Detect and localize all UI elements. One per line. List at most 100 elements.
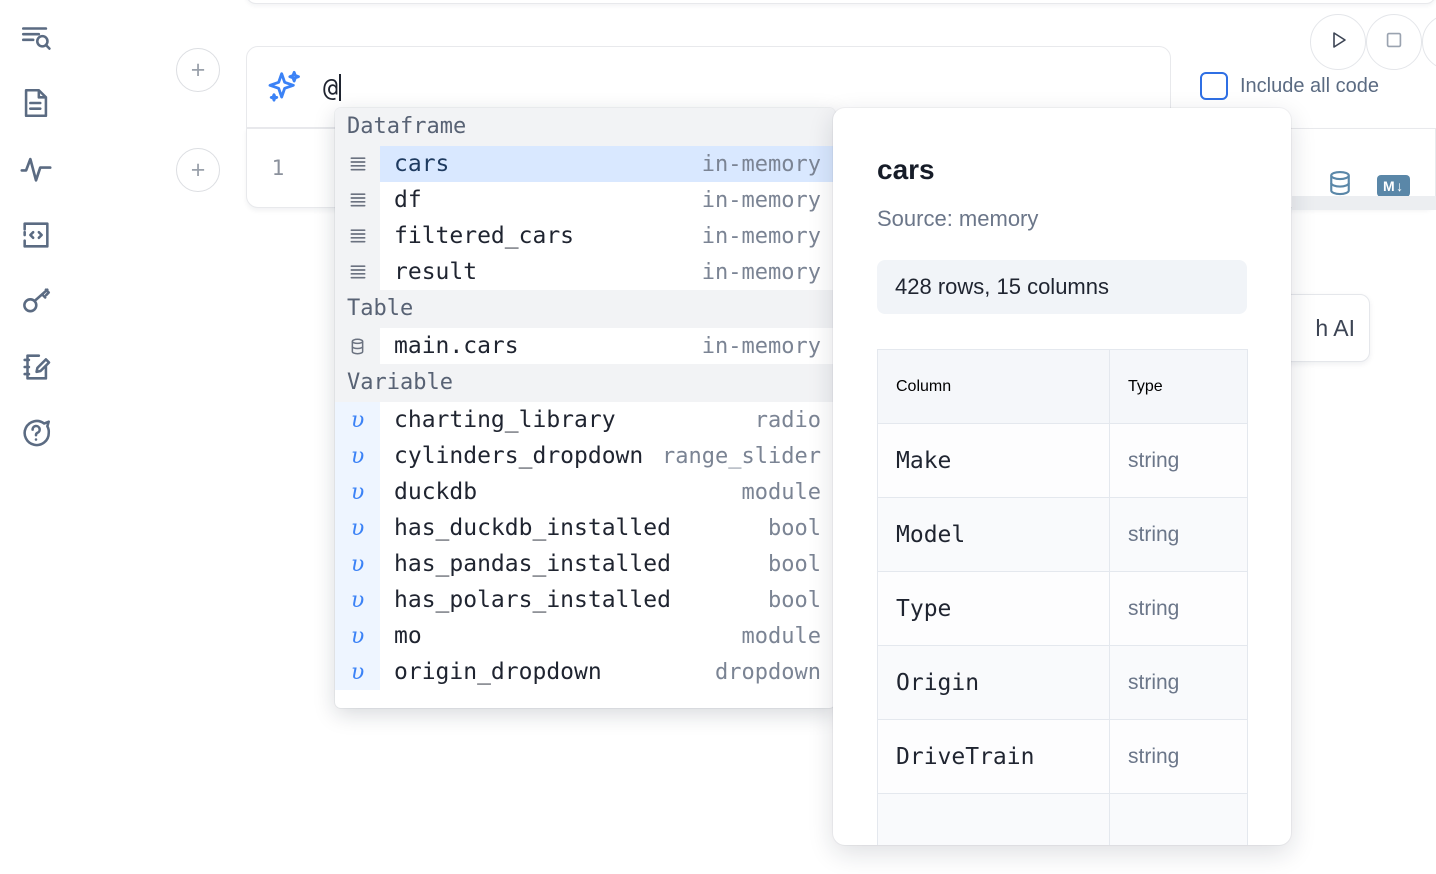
preview-schema-table: Column Type Make string Model string Typ… (877, 349, 1248, 845)
autocomplete-item-name: mo (394, 623, 422, 649)
autocomplete-item-has-duckdb-installed[interactable]: υ has_duckdb_installed bool (335, 510, 835, 546)
autocomplete-item-name: duckdb (394, 479, 478, 505)
sidebar-item-explore[interactable] (13, 14, 59, 60)
schema-column-type (1109, 793, 1248, 845)
play-icon (1326, 28, 1350, 57)
table-row: Model string (877, 497, 1248, 572)
autocomplete-item-type: bool (768, 551, 821, 577)
autocomplete-item-type: range_slider (662, 443, 821, 469)
ai-prompt-value: @ (323, 72, 339, 102)
add-cell-button-bottom[interactable]: + (176, 148, 220, 192)
add-cell-button-top[interactable]: + (176, 48, 220, 92)
variable-icon: υ (335, 654, 380, 690)
autocomplete-item-mo[interactable]: υ mo module (335, 618, 835, 654)
autocomplete-item-type: bool (768, 515, 821, 541)
sidebar-item-secrets[interactable] (13, 278, 59, 324)
autocomplete-item-type: module (741, 479, 821, 505)
sidebar-item-snippets[interactable] (13, 212, 59, 258)
autocomplete-item-name: charting_library (394, 407, 616, 433)
autocomplete-item-origin-dropdown[interactable]: υ origin_dropdown dropdown (335, 654, 835, 690)
schema-column-type: string (1109, 497, 1248, 572)
autocomplete-group-heading: Dataframe (335, 108, 835, 146)
markdown-icon[interactable]: M↓ (1377, 174, 1410, 197)
autocomplete-item-main-cars[interactable]: main.cars in-memory (335, 328, 835, 364)
variable-icon: υ (335, 402, 380, 438)
table-row: Origin string (877, 645, 1248, 720)
autocomplete-item-charting-library[interactable]: υ charting_library radio (335, 402, 835, 438)
schema-column-name: Model (877, 497, 1110, 572)
autocomplete-item-cars[interactable]: cars in-memory (335, 146, 835, 182)
schema-column-type: string (1109, 645, 1248, 720)
preview-shape-badge: 428 rows, 15 columns (877, 260, 1247, 314)
include-all-code-checkbox[interactable] (1200, 72, 1228, 100)
autocomplete-item-type: in-memory (701, 151, 821, 177)
key-icon (19, 284, 53, 318)
autocomplete-item-duckdb[interactable]: υ duckdb module (335, 474, 835, 510)
schema-column-name (877, 793, 1110, 845)
stop-button[interactable] (1366, 14, 1422, 70)
autocomplete-dropdown[interactable]: Dataframe cars in-memory df in-memory (335, 108, 835, 708)
plus-icon: + (190, 155, 206, 184)
sparkles-icon (265, 67, 305, 107)
autocomplete-item-result[interactable]: result in-memory (335, 254, 835, 290)
autocomplete-item-type: in-memory (701, 259, 821, 285)
autocomplete-item-name: has_pandas_installed (394, 551, 671, 577)
sidebar (0, 0, 72, 874)
activity-pulse-icon (19, 152, 53, 186)
schema-column-type: string (1109, 423, 1248, 498)
schema-column-type: string (1109, 571, 1248, 646)
column-header-column: Column (877, 349, 1110, 424)
schema-column-type: string (1109, 719, 1248, 794)
database-icon (335, 328, 380, 364)
autocomplete-item-name: result (394, 259, 478, 285)
schema-column-name: Type (877, 571, 1110, 646)
autocomplete-group-heading: Table (335, 290, 835, 328)
cell-footer-bar (1292, 196, 1436, 210)
variable-icon: υ (335, 582, 380, 618)
document-icon (19, 86, 53, 120)
run-button[interactable] (1310, 14, 1366, 70)
autocomplete-item-has-pandas-installed[interactable]: υ has_pandas_installed bool (335, 546, 835, 582)
table-row: DriveTrain string (877, 719, 1248, 794)
autocomplete-item-type: dropdown (715, 659, 821, 685)
dataframe-rows-icon (335, 254, 380, 290)
more-actions-button[interactable] (1422, 14, 1436, 70)
autocomplete-item-name: main.cars (394, 333, 519, 359)
schema-column-name: Make (877, 423, 1110, 498)
autocomplete-item-name: filtered_cars (394, 223, 575, 249)
outline-search-icon (19, 20, 53, 54)
code-snippet-icon (19, 218, 53, 252)
include-all-code-label: Include all code (1240, 74, 1379, 97)
autocomplete-item-type: radio (754, 407, 821, 433)
autocomplete-group-heading: Variable (335, 364, 835, 402)
autocomplete-item-type: in-memory (701, 187, 821, 213)
table-row: Type string (877, 571, 1248, 646)
schema-column-name: DriveTrain (877, 719, 1110, 794)
autocomplete-item-has-polars-installed[interactable]: υ has_polars_installed bool (335, 582, 835, 618)
table-row: Make string (877, 423, 1248, 498)
preview-title: cars (877, 154, 935, 185)
markdown-arrow: ↓ (1396, 177, 1404, 194)
database-icon[interactable] (1325, 168, 1355, 203)
preview-source: Source: memory (877, 206, 1039, 231)
table-row-partial (877, 793, 1248, 845)
autocomplete-item-df[interactable]: df in-memory (335, 182, 835, 218)
autocomplete-item-filtered-cars[interactable]: filtered_cars in-memory (335, 218, 835, 254)
schema-column-name: Origin (877, 645, 1110, 720)
text-caret (339, 73, 342, 101)
ai-prompt-input[interactable]: @ (305, 47, 1170, 127)
sidebar-item-notebook[interactable] (13, 80, 59, 126)
sidebar-item-scratchpad[interactable] (13, 344, 59, 390)
variable-icon: υ (335, 474, 380, 510)
autocomplete-item-cylinders-dropdown[interactable]: υ cylinders_dropdown range_slider (335, 438, 835, 474)
sidebar-item-help[interactable] (13, 410, 59, 456)
variable-icon: υ (335, 546, 380, 582)
cell-above-partial (246, 0, 1436, 4)
table-header-row: Column Type (877, 349, 1248, 424)
autocomplete-item-type: in-memory (701, 223, 821, 249)
plus-icon: + (190, 55, 206, 84)
dataframe-rows-icon (335, 146, 380, 182)
sidebar-item-dependencies[interactable] (13, 146, 59, 192)
autocomplete-item-name: cars (394, 151, 450, 177)
include-all-code-row[interactable]: Include all code (1200, 72, 1379, 100)
